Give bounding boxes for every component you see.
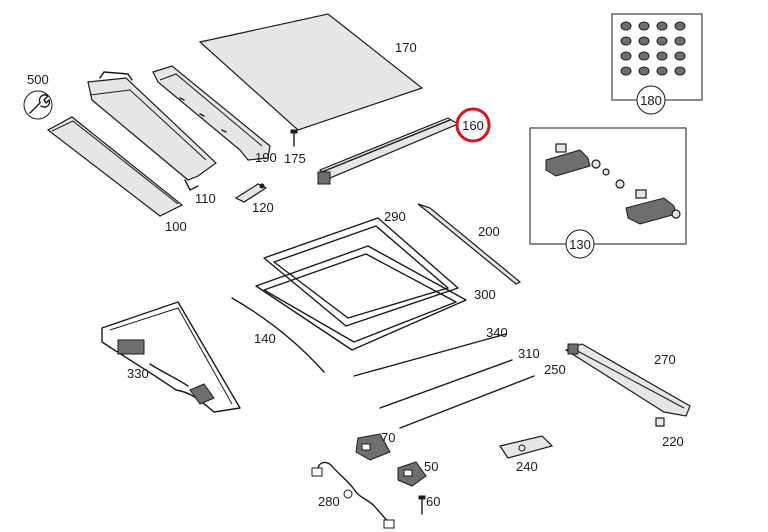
part-label-310: 310 bbox=[518, 346, 540, 361]
part-label-220: 220 bbox=[662, 434, 684, 449]
wind-deflector-panel[interactable] bbox=[46, 116, 184, 217]
cap-icon bbox=[638, 36, 650, 46]
part-label-140: 140 bbox=[254, 331, 276, 346]
part-label-50: 50 bbox=[424, 459, 438, 474]
callout-circle-130 bbox=[565, 229, 595, 259]
part-label-500: 500 bbox=[27, 72, 49, 87]
cap-icon bbox=[674, 21, 686, 31]
part-label-120: 120 bbox=[252, 200, 274, 215]
wrench-icon bbox=[23, 90, 53, 120]
cap-icon bbox=[674, 66, 686, 76]
guide-rail[interactable] bbox=[231, 297, 325, 373]
cap-icon bbox=[620, 36, 632, 46]
cap-icon bbox=[638, 51, 650, 61]
cap-icon bbox=[638, 21, 650, 31]
cap-icon bbox=[620, 21, 632, 31]
callout-circle-180 bbox=[636, 85, 666, 115]
cap-icon bbox=[620, 66, 632, 76]
clip-240[interactable] bbox=[499, 435, 554, 459]
cap-icon bbox=[656, 21, 668, 31]
part-label-330: 330 bbox=[127, 366, 149, 381]
drive-motor[interactable] bbox=[397, 461, 427, 487]
part-label-110: 110 bbox=[195, 191, 216, 206]
cap-icon bbox=[638, 66, 650, 76]
part-label-170: 170 bbox=[395, 40, 417, 55]
cable-harness[interactable] bbox=[311, 461, 395, 529]
part-label-340: 340 bbox=[486, 325, 508, 340]
part-label-290: 290 bbox=[384, 209, 406, 224]
roof-glass-panel[interactable] bbox=[198, 13, 424, 131]
cap-icon bbox=[656, 51, 668, 61]
caps-set-box bbox=[611, 13, 703, 101]
front-frame[interactable] bbox=[87, 71, 217, 191]
cap-icon bbox=[674, 36, 686, 46]
bracket[interactable] bbox=[234, 183, 268, 203]
cap-icon bbox=[656, 36, 668, 46]
inner-frame-seal[interactable] bbox=[263, 217, 459, 327]
guide-assembly-box bbox=[529, 127, 687, 245]
caps-grid bbox=[620, 21, 686, 76]
part-label-180: 180 bbox=[640, 93, 662, 108]
outer-frame[interactable] bbox=[255, 245, 467, 351]
motor-clip[interactable] bbox=[355, 433, 391, 461]
cap-icon bbox=[620, 51, 632, 61]
side-trim-strip[interactable] bbox=[417, 203, 522, 285]
front-seal-strip[interactable] bbox=[353, 333, 507, 377]
part-label-190: 190 bbox=[255, 150, 277, 165]
part-label-250: 250 bbox=[544, 362, 566, 377]
part-label-175: 175 bbox=[284, 151, 306, 166]
seal-strip[interactable] bbox=[152, 65, 271, 161]
screw[interactable] bbox=[290, 129, 298, 147]
part-label-70: 70 bbox=[381, 430, 395, 445]
rear-cross-member[interactable] bbox=[317, 117, 460, 185]
highlight-ring bbox=[455, 107, 491, 143]
rear-rail[interactable] bbox=[564, 343, 691, 427]
part-label-160: 160 bbox=[462, 118, 484, 133]
part-label-130: 130 bbox=[569, 237, 591, 252]
part-label-270: 270 bbox=[654, 352, 676, 367]
cap-icon bbox=[656, 66, 668, 76]
part-label-280: 280 bbox=[318, 494, 340, 509]
lower-seal-strip[interactable] bbox=[399, 375, 535, 429]
part-label-200: 200 bbox=[478, 224, 500, 239]
part-label-300: 300 bbox=[474, 287, 496, 302]
cap-icon bbox=[674, 51, 686, 61]
drain-channel[interactable] bbox=[379, 359, 513, 409]
screw-60[interactable] bbox=[418, 495, 426, 515]
part-label-100: 100 bbox=[165, 219, 187, 234]
part-label-240: 240 bbox=[516, 459, 538, 474]
sunshade-frame[interactable] bbox=[101, 301, 241, 413]
part-label-60: 60 bbox=[426, 494, 440, 509]
